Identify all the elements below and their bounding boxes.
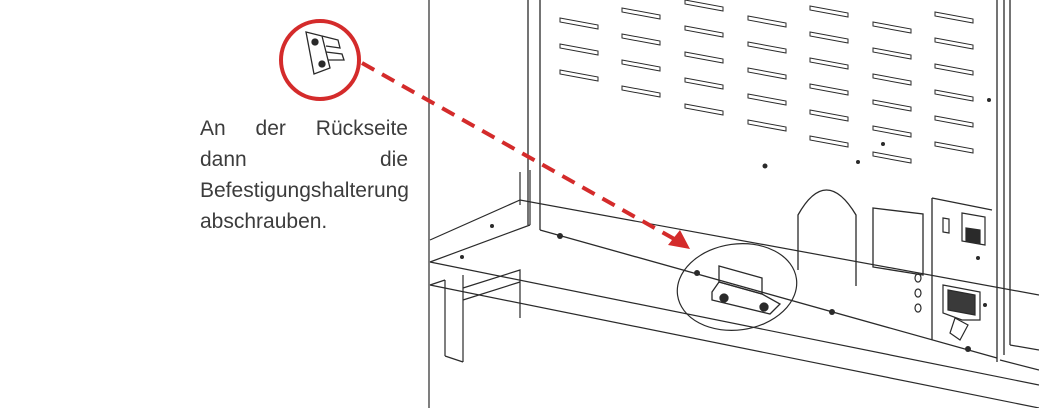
bracket-detail-icon bbox=[279, 19, 361, 101]
dashed-arrow-icon bbox=[361, 61, 690, 249]
indicator-holes bbox=[914, 273, 922, 313]
highlight-ellipse bbox=[676, 243, 798, 331]
cabinet-body bbox=[527, 0, 1011, 362]
rear-plate bbox=[872, 207, 924, 276]
base-frame bbox=[429, 170, 1039, 408]
ventilation-slots bbox=[559, 0, 974, 164]
instruction-text: An der Rückseite dann die Befestigungsha… bbox=[200, 117, 409, 233]
screws bbox=[460, 98, 991, 352]
arched-opening bbox=[797, 189, 857, 286]
power-module bbox=[942, 212, 986, 341]
bracket-in-place bbox=[711, 265, 782, 315]
